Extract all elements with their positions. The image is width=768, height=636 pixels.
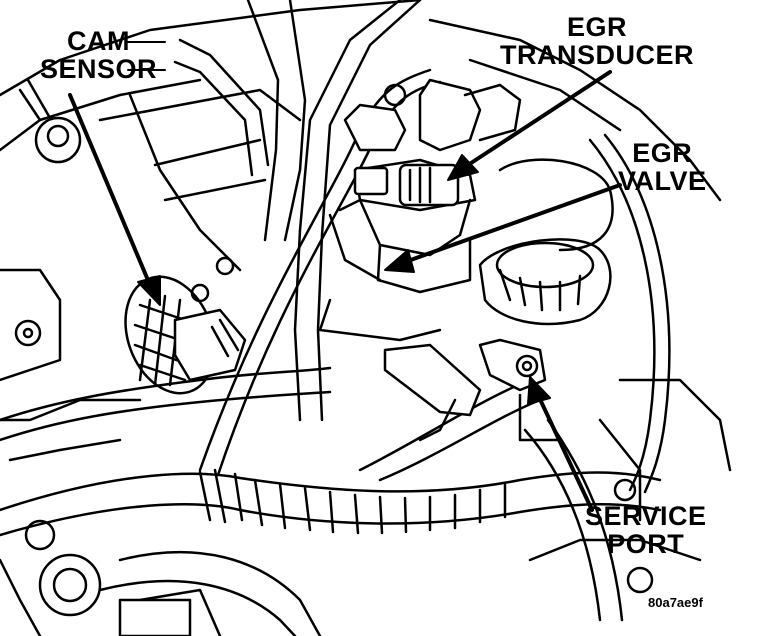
cam-sensor-housing xyxy=(14,78,247,395)
egr-valve-label: EGR VALVE xyxy=(618,138,707,196)
egr-transducer-label-line1: EGR xyxy=(566,12,627,42)
egr-transducer-arrowhead xyxy=(447,154,479,181)
cam-sensor-arrowhead xyxy=(137,275,161,306)
cam-sensor-label-line1: CAM xyxy=(67,26,131,56)
egr-transducer-label: EGR TRANSDUCER xyxy=(500,12,694,70)
cam-sensor-leader-line xyxy=(68,93,152,287)
figure-code: 80a7ae9f xyxy=(648,595,703,610)
service-port-label-line2: PORT xyxy=(607,528,685,559)
service-port-leader-line xyxy=(536,393,594,512)
egr-transducer-body xyxy=(343,78,522,212)
hoses-and-harness xyxy=(0,0,671,636)
egr-valve-body xyxy=(318,158,614,342)
egr-valve-label-line2: VALVE xyxy=(618,165,707,196)
egr-valve-leader-line xyxy=(403,183,622,264)
service-port-label-line1: SERVICE xyxy=(585,501,707,531)
egr-transducer-label-line2: TRANSDUCER xyxy=(500,39,694,70)
service-port-fitting xyxy=(383,338,562,442)
egr-valve-label-line1: EGR xyxy=(632,138,693,168)
engine-block-outline xyxy=(0,0,732,562)
egr-transducer-leader-line xyxy=(466,70,612,167)
egr-valve-arrowhead xyxy=(384,249,415,273)
cam-sensor-label-line2: SENSOR xyxy=(40,53,158,84)
cam-sensor-label: CAM SENSOR xyxy=(40,26,158,84)
lower-left-components xyxy=(0,519,654,636)
service-port-arrowhead xyxy=(527,376,551,405)
service-port-label: SERVICE PORT xyxy=(585,501,707,559)
callout-arrows xyxy=(68,41,622,512)
